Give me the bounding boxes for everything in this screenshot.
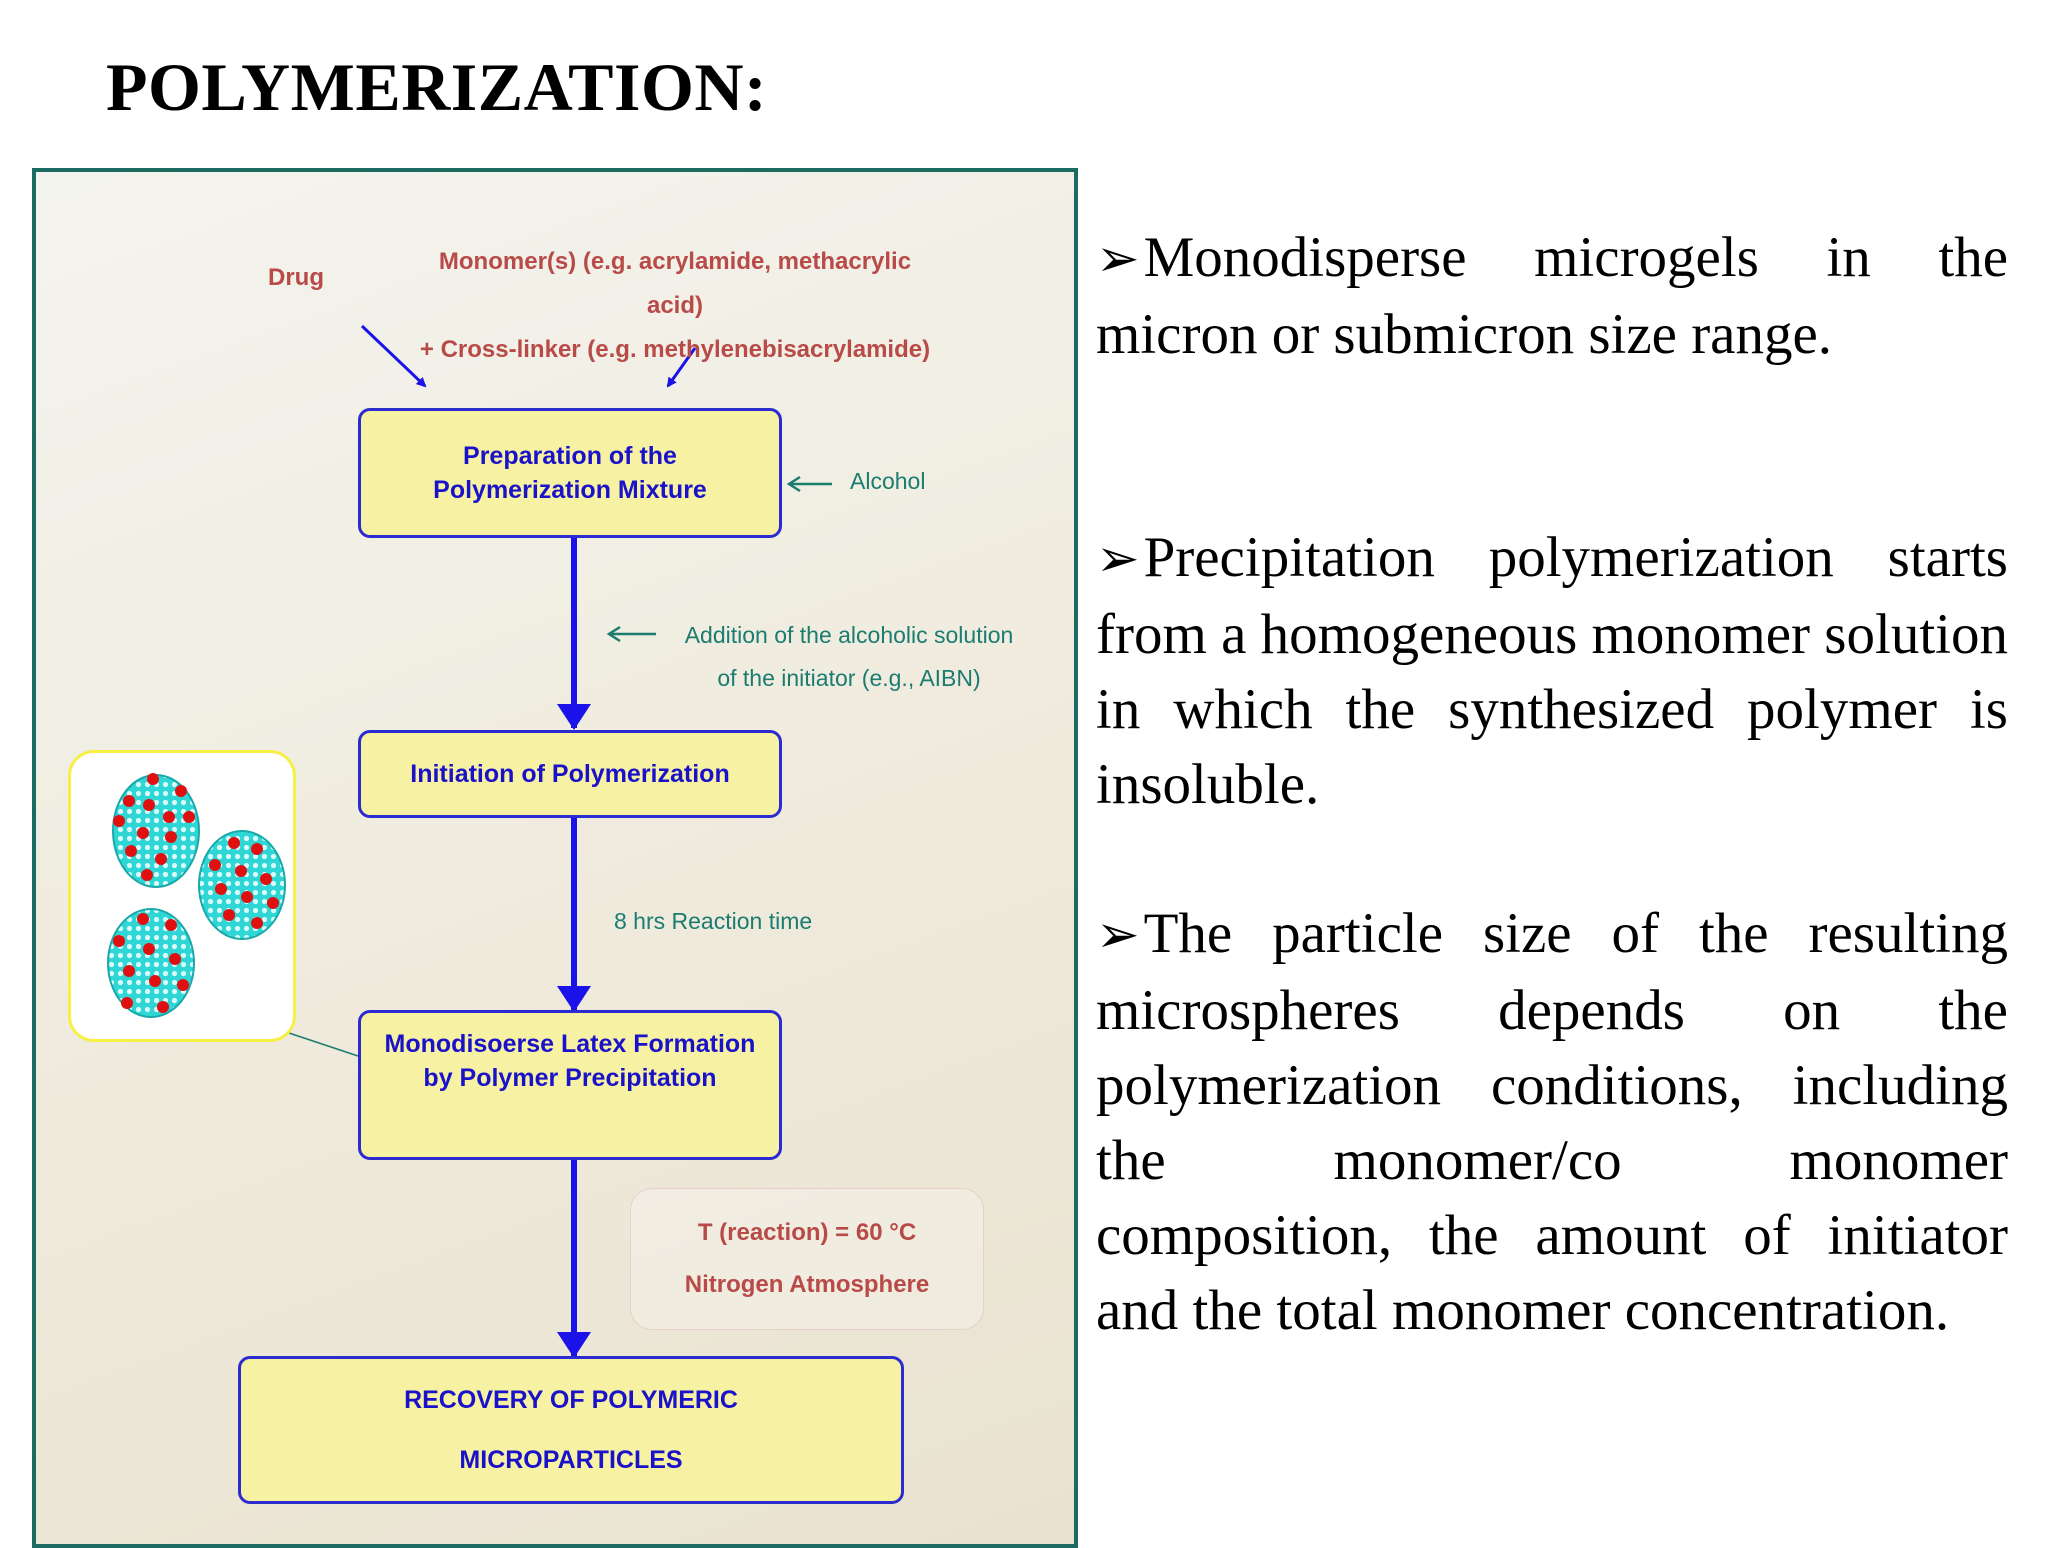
reaction-temperature: T (reaction) = 60 °C bbox=[697, 1219, 917, 1246]
alcohol-label: Alcohol bbox=[850, 468, 926, 494]
initiator-addition-arrow bbox=[606, 625, 656, 643]
microgel-particles-graphic bbox=[107, 773, 286, 1018]
step-preparation-box: Preparation of the Polymerization Mixtur… bbox=[358, 408, 782, 538]
initiator-addition-line-2: of the initiator (e.g., AIBN) bbox=[717, 665, 981, 691]
step-preparation-line-1: Preparation of the bbox=[463, 442, 677, 470]
initiator-addition-label: Addition of the alcoholic solution of th… bbox=[674, 614, 1024, 700]
bullet-point-3: ➢The particle size of the resulting micr… bbox=[1096, 896, 2008, 1348]
step-recovery-box: RECOVERY OF POLYMERIC MICROPARTICLES bbox=[238, 1356, 904, 1504]
reaction-conditions-box: T (reaction) = 60 °C Nitrogen Atmosphere bbox=[630, 1188, 984, 1330]
bullet-text-2: Precipitation polymerization starts from… bbox=[1096, 526, 2008, 816]
initiator-addition-line-1: Addition of the alcoholic solution bbox=[684, 622, 1014, 648]
drug-dots bbox=[113, 773, 279, 1013]
step-latex-line-1: Monodisoerse Latex Formation bbox=[384, 1030, 756, 1058]
particle-3 bbox=[107, 908, 195, 1018]
page-title: POLYMERIZATION: bbox=[106, 49, 768, 125]
step-preparation-line-2: Polymerization Mixture bbox=[433, 476, 707, 504]
reaction-atmosphere: Nitrogen Atmosphere bbox=[684, 1271, 930, 1298]
callout-connector bbox=[285, 1031, 359, 1057]
bullet-point-2: ➢Precipitation polymerization starts fro… bbox=[1096, 520, 2008, 822]
monomer-input-arrow bbox=[666, 347, 697, 388]
step-latex-box: Monodisoerse Latex Formation by Polymer … bbox=[358, 1010, 782, 1160]
particle-2 bbox=[198, 830, 286, 940]
reaction-time-label: 8 hrs Reaction time bbox=[614, 908, 813, 934]
alcohol-arrow bbox=[786, 475, 832, 493]
bullet-text-1: Monodisperse microgels in the micron or … bbox=[1096, 226, 2008, 366]
microparticle-illustration bbox=[68, 750, 296, 1042]
polymerization-flow-diagram: Drug Monomer(s) (e.g. acrylamide, methac… bbox=[32, 168, 1078, 1548]
step-recovery-line-1: RECOVERY OF POLYMERIC bbox=[404, 1386, 738, 1414]
monomer-label: Monomer(s) (e.g. acrylamide, methacrylic… bbox=[410, 240, 940, 372]
step-initiation-box: Initiation of Polymerization bbox=[358, 730, 782, 818]
bullet-point-1: ➢Monodisperse microgels in the micron or… bbox=[1096, 220, 2008, 372]
step-initiation-label: Initiation of Polymerization bbox=[410, 760, 730, 788]
step-latex-line-2: by Polymer Precipitation bbox=[423, 1064, 717, 1092]
bullet-arrow-icon: ➢ bbox=[1096, 907, 1140, 964]
monomer-line-2: + Cross-linker (e.g. methylenebisacrylam… bbox=[419, 336, 931, 363]
flow-arrows bbox=[285, 324, 832, 1358]
bullet-arrow-icon: ➢ bbox=[1096, 231, 1140, 288]
drug-label: Drug bbox=[268, 264, 324, 291]
step-recovery-line-2: MICROPARTICLES bbox=[459, 1446, 683, 1474]
drug-input-arrow bbox=[360, 324, 427, 388]
bullet-text-3: The particle size of the resulting micro… bbox=[1096, 902, 2008, 1342]
monomer-line-1: Monomer(s) (e.g. acrylamide, methacrylic… bbox=[438, 248, 912, 319]
bullet-arrow-icon: ➢ bbox=[1096, 531, 1140, 588]
